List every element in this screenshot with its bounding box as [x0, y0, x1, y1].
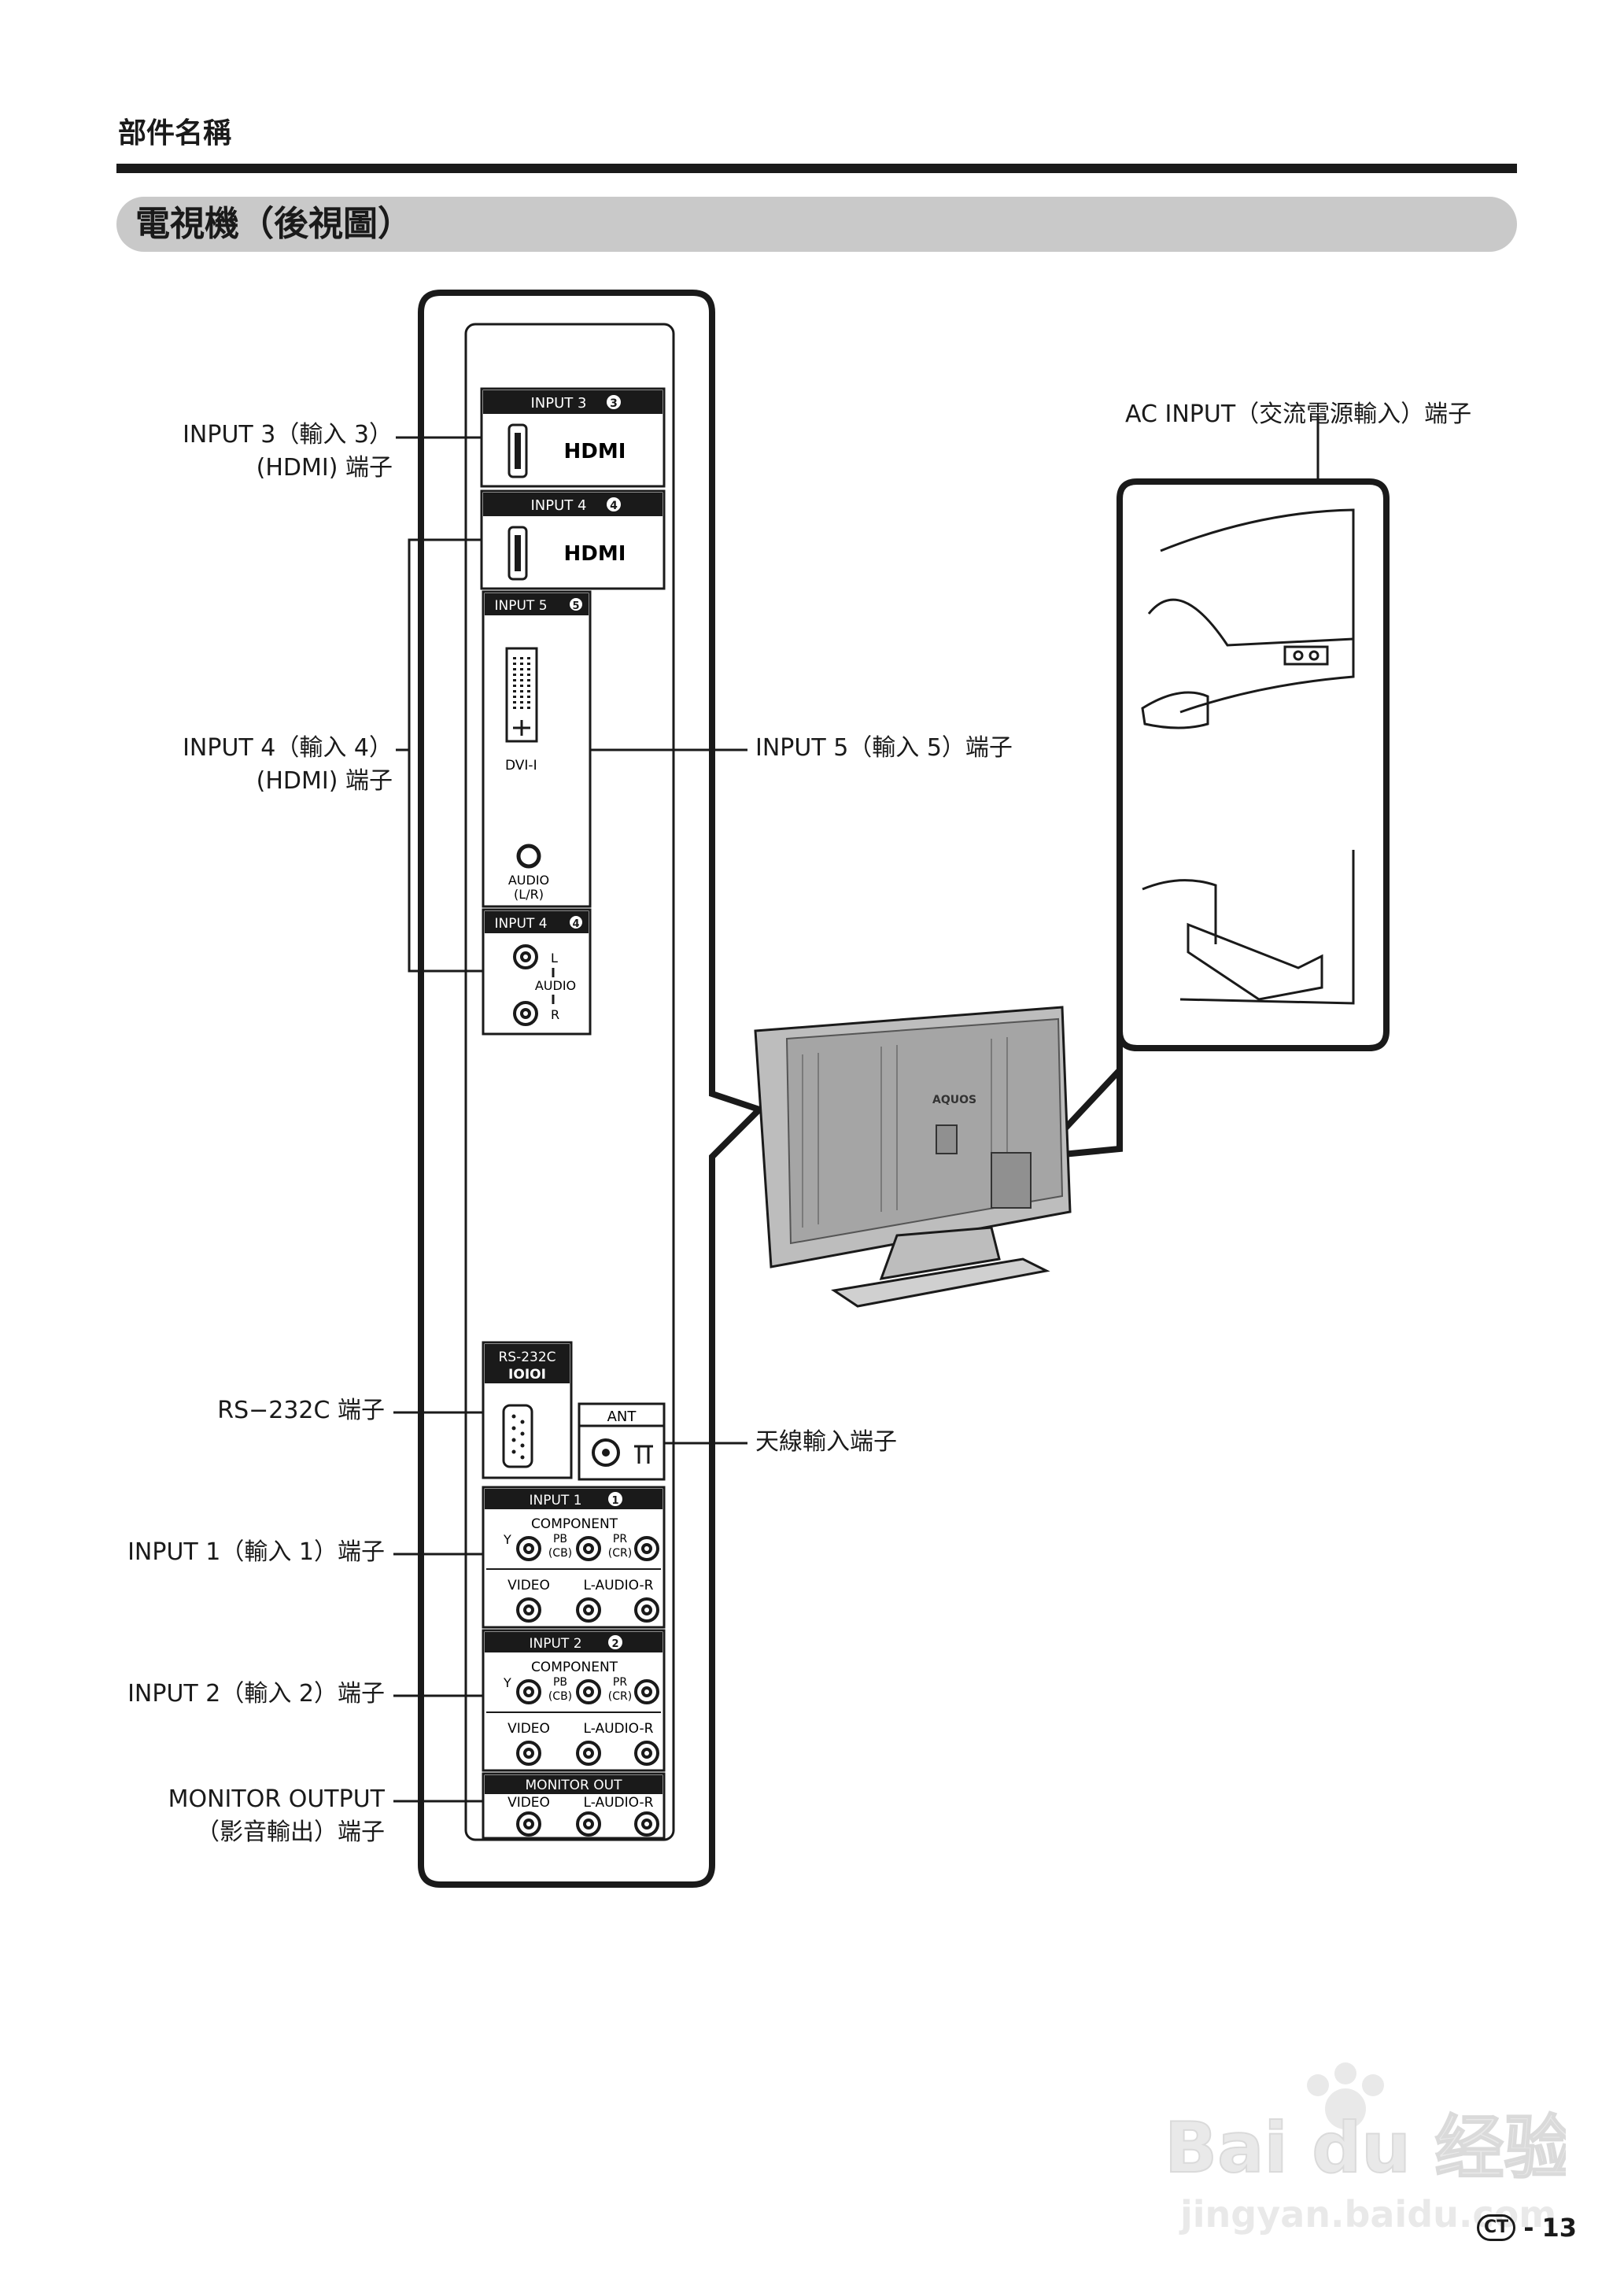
- callout-input4-line1: INPUT 4（輸入 4）: [183, 734, 393, 762]
- callout-input3-line2: (HDMI) 端子: [256, 454, 393, 482]
- rs232-header: RS-232C: [498, 1350, 555, 1365]
- monitor-out-block: MONITOR OUT VIDEO L-AUDIO-R: [482, 1772, 666, 1840]
- input4-number: 4: [610, 500, 618, 512]
- input3-number-badge: [607, 395, 621, 409]
- callout-input5: INPUT 5（輸入 5）端子: [755, 734, 1013, 762]
- input1-component-block: INPUT 1 1 COMPONENT Y PB (CB) PR (CR) VI…: [482, 1486, 666, 1629]
- laudior-label: L-AUDIO-R: [584, 1578, 654, 1593]
- audio-mid-label: AUDIO: [535, 978, 576, 993]
- laudior-label-3: L-AUDIO-R: [584, 1795, 654, 1811]
- tv-brand-label: AQUOS: [932, 1094, 976, 1106]
- cr-label-2: (CR): [608, 1690, 632, 1703]
- callout-input4-line2: (HDMI) 端子: [256, 767, 393, 795]
- callout-antenna: 天線輸入端子: [755, 1428, 897, 1456]
- ant-header: ANT: [607, 1409, 637, 1425]
- antenna-block: ANT: [578, 1402, 666, 1481]
- hdmi-logo-2: HDMI: [564, 542, 626, 566]
- callout-input2: INPUT 2（輸入 2）端子: [127, 1680, 385, 1708]
- cr-label: (CR): [608, 1547, 632, 1560]
- hdmi-logo: HDMI: [564, 440, 626, 463]
- callout-input3: INPUT 3（輸入 3） (HDMI) 端子: [183, 419, 393, 485]
- input4-header: INPUT 4: [531, 497, 587, 514]
- pb-label: PB: [553, 1533, 567, 1545]
- callout-input3-line1: INPUT 3（輸入 3）: [183, 421, 393, 449]
- baidu-watermark: Bai du 经验 jingyan.baidu.com: [1164, 2062, 1566, 2235]
- input2-header: INPUT 2: [529, 1636, 581, 1652]
- footer-separator: -: [1523, 2213, 1534, 2243]
- callout-input1: INPUT 1（輸入 1）端子: [127, 1538, 385, 1566]
- dvi-label: DVI-I: [505, 758, 537, 774]
- watermark-brand: Bai du 经验: [1164, 2107, 1566, 2188]
- page-footer: CT - 13: [1477, 2213, 1577, 2243]
- paw-icon: [1307, 2062, 1384, 2129]
- video-label-2: VIDEO: [507, 1721, 550, 1737]
- cb-label: (CB): [548, 1547, 572, 1560]
- audio-r-label: R: [551, 1007, 559, 1022]
- component-label-2: COMPONENT: [531, 1660, 618, 1675]
- section-divider: [116, 164, 1517, 173]
- title-bar: [116, 197, 1517, 252]
- rs232-block: RS-232C IOIOI: [482, 1341, 573, 1479]
- ac-inlet-illustration: [1141, 508, 1355, 1005]
- callout-monitor-line1: MONITOR OUTPUT: [168, 1785, 385, 1813]
- rs232-icon: IOIOI: [508, 1367, 546, 1383]
- pr-label: PR: [613, 1533, 627, 1545]
- laudior-label-2: L-AUDIO-R: [584, 1721, 654, 1737]
- audio-label: AUDIO: [508, 873, 549, 888]
- ac-callout-frame: [1030, 478, 1390, 1161]
- video-label-3: VIDEO: [507, 1795, 550, 1811]
- serial-port-icon: [502, 1404, 533, 1468]
- section-label: 部件名稱: [118, 117, 232, 150]
- callout-monitor: MONITOR OUTPUT （影音輸出）端子: [168, 1783, 385, 1849]
- component-label: COMPONENT: [531, 1516, 618, 1532]
- y-label: Y: [503, 1532, 511, 1547]
- input3-hdmi-block: INPUT 3 3 HDMI: [480, 387, 666, 488]
- pb-label-2: PB: [553, 1676, 567, 1689]
- audio-l-label: L: [551, 951, 558, 966]
- audio-lr-label: (L/R): [514, 887, 544, 902]
- video-label: VIDEO: [507, 1578, 550, 1593]
- input5-number: 5: [572, 600, 579, 612]
- callout-input4: INPUT 4（輸入 4） (HDMI) 端子: [183, 732, 393, 798]
- input4b-number: 4: [572, 918, 579, 930]
- input1-header: INPUT 1: [529, 1493, 581, 1508]
- monitor-header: MONITOR OUT: [526, 1778, 623, 1793]
- cb-label-2: (CB): [548, 1690, 572, 1703]
- language-badge: CT: [1477, 2214, 1516, 2241]
- callout-ac-input: AC INPUT（交流電源輸入）端子: [1125, 401, 1472, 428]
- input4b-header: INPUT 4: [494, 916, 547, 932]
- input4-hdmi-block: INPUT 4 4 HDMI: [480, 489, 666, 590]
- input5-header: INPUT 5: [494, 598, 547, 614]
- input1-number: 1: [611, 1495, 618, 1507]
- input4-audio-block: INPUT 4 4 L AUDIO R: [482, 908, 592, 1036]
- input2-component-block: INPUT 2 2 COMPONENT Y PB (CB) PR (CR) VI…: [482, 1629, 666, 1772]
- watermark-url: jingyan.baidu.com: [1179, 2193, 1556, 2235]
- input3-number: 3: [610, 397, 618, 410]
- input2-number: 2: [611, 1638, 618, 1650]
- pr-label-2: PR: [613, 1676, 627, 1689]
- page-title: 電視機（後視圖）: [135, 204, 412, 244]
- page-number: 13: [1541, 2213, 1577, 2243]
- tv-rear-illustration: AQUOS: [754, 1006, 1072, 1308]
- input3-header: INPUT 3: [531, 395, 587, 412]
- audio-jack-icon: [516, 844, 541, 869]
- callout-monitor-line2: （影音輸出）端子: [196, 1819, 385, 1846]
- y-label-2: Y: [503, 1675, 511, 1690]
- input5-dvi-block: INPUT 5 5 DVI-I AUDIO (L/R): [482, 590, 592, 908]
- callout-rs232: RS−232C 端子: [217, 1397, 385, 1424]
